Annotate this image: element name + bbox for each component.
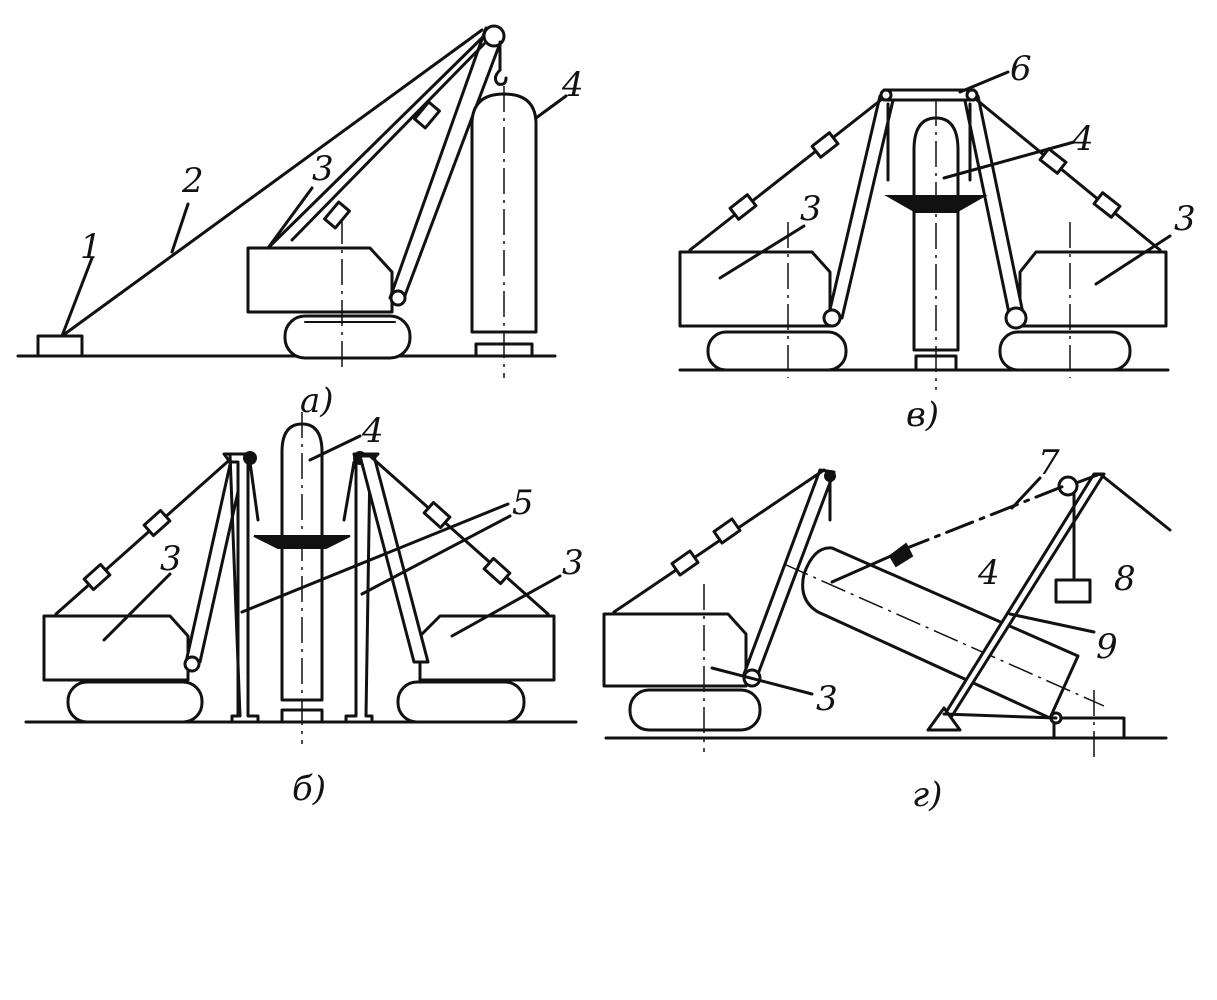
leader-9: [1008, 612, 1096, 634]
boom-rope-2: [290, 42, 486, 242]
leader-5-b: [360, 514, 512, 596]
crane-cab-b-left: [42, 614, 190, 682]
leader-3-v-right: [1094, 234, 1172, 286]
label-7: 7: [1038, 443, 1060, 483]
panel-b: 4 5 3 3 б): [24, 411, 584, 809]
vessel-leader-a: [534, 94, 568, 120]
label-9: 9: [1096, 627, 1118, 667]
caption-g: г): [912, 775, 942, 815]
label-4-b: 4: [361, 411, 384, 451]
panel-a: 1 2 3 4 а): [16, 24, 584, 421]
pivot-b-left: [183, 655, 201, 673]
hook-b-left: [248, 460, 260, 522]
pivot-v-right: [1004, 306, 1028, 330]
block-g-2: [670, 549, 700, 577]
rope-v-right: [970, 94, 1162, 252]
label-3-b-right: 3: [562, 543, 584, 583]
label-3-v-right: 3: [1174, 199, 1196, 239]
caption-a: а): [300, 381, 334, 421]
block-b-right-2: [482, 556, 512, 586]
label-1: 1: [80, 227, 102, 267]
label-2: 2: [181, 161, 204, 201]
beam-end-right: [965, 88, 979, 102]
foundation-g: [1052, 716, 1126, 740]
block-v-right-2: [1092, 191, 1122, 219]
crane-cab-b-right: [418, 614, 556, 682]
block-g-1: [712, 517, 742, 545]
caption-b: б): [292, 769, 326, 809]
label-3-b-left: 3: [160, 539, 182, 579]
mast-foot-g: [926, 706, 962, 732]
leader-5-a: [240, 502, 510, 614]
anchor-block: [36, 334, 84, 358]
beam-end-left: [879, 88, 893, 102]
leader-3-b-left: [102, 572, 172, 642]
label-3-g: 3: [816, 679, 838, 719]
boom-v-left: [826, 94, 896, 320]
crane-track-b-right: [396, 680, 526, 724]
label-8: 8: [1114, 559, 1136, 599]
label-6: 6: [1010, 49, 1032, 89]
panel-v: 6 4 3 3 в): [678, 49, 1196, 435]
block-v-right-1: [1038, 147, 1068, 175]
block-b-right-1: [422, 500, 452, 530]
label-3-a: 3: [312, 149, 334, 189]
block-b-left-1: [142, 508, 172, 538]
rope-v-left: [688, 94, 888, 252]
block-b-left-2: [82, 562, 112, 592]
boom-rope: [266, 32, 488, 250]
leader-7: [1010, 476, 1042, 510]
leader-3-v-left: [718, 224, 806, 280]
crane-track: [283, 314, 412, 360]
panel-g: 7 8 4 9 3 г): [602, 443, 1172, 815]
crane-track-b-left: [66, 680, 204, 724]
label-4-v: 4: [1071, 119, 1094, 159]
leader-3-b-right: [450, 574, 562, 638]
label-3-v-left: 3: [800, 189, 822, 229]
boom-head-g: [824, 470, 836, 482]
crane-track-g: [628, 688, 762, 732]
rope-block-2: [323, 200, 351, 230]
beam-leader: [958, 70, 1010, 94]
lug-line-g: [830, 550, 902, 584]
crane-cab: [246, 246, 394, 314]
block-v-left-1: [810, 131, 840, 159]
sheave-g: [1057, 475, 1079, 497]
crane-cab-v-right: [1018, 250, 1168, 328]
boom-b-right: [358, 454, 430, 664]
rope-b-left: [54, 454, 236, 616]
frame-b-left: [222, 452, 260, 724]
rope-leader: [170, 202, 190, 254]
crane-track-v-left: [706, 330, 848, 372]
rope-b-right: [368, 454, 550, 616]
guy-rope: [60, 28, 484, 338]
back-guy-g: [1098, 472, 1172, 532]
crane-cab-v-left: [678, 250, 832, 328]
label-4-g: 4: [977, 553, 1000, 593]
vessel-axis-g: [783, 563, 1105, 707]
counterweight-g: [1054, 578, 1092, 604]
label-4-a: 4: [561, 65, 584, 105]
boom-pivot: [389, 289, 407, 307]
leader-4-b: [308, 434, 362, 462]
anchor-leader: [60, 256, 94, 338]
label-5: 5: [512, 483, 534, 523]
rope-block-1: [413, 100, 441, 130]
mast-tie-g: [942, 712, 1058, 720]
pull-rope-g: [900, 484, 1066, 552]
hook-b-right: [342, 460, 356, 522]
crane-cab-g: [602, 612, 748, 688]
crane-track-v-right: [998, 330, 1132, 372]
frame-b-left-leg: [228, 452, 242, 718]
leader-3-g: [710, 666, 814, 696]
vessel-leader-v: [942, 140, 1076, 180]
crane-leader-a: [266, 186, 314, 250]
hook-icon: [493, 68, 508, 86]
caption-v: в): [906, 395, 939, 435]
block-v-left-2: [728, 193, 758, 221]
pivot-v-left: [822, 308, 842, 328]
rope-clamp-g: [888, 542, 914, 568]
